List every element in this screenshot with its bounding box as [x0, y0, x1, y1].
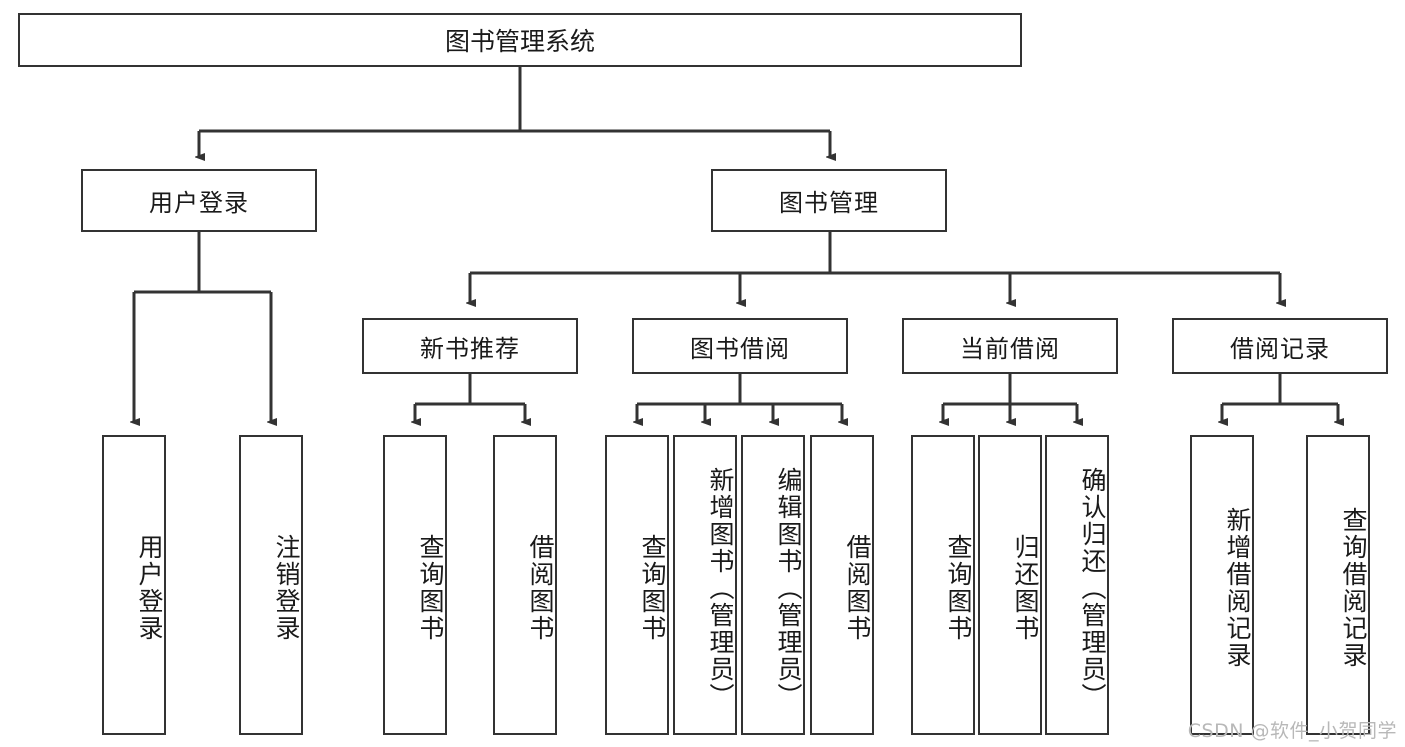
node-borrow-record[interactable]: 借阅记录 — [1172, 318, 1388, 374]
node-root-system[interactable]: 图书管理系统 — [18, 13, 1022, 67]
node-book-borrow[interactable]: 图书借阅 — [632, 318, 848, 374]
node-current-borrow[interactable]: 当前借阅 — [902, 318, 1118, 374]
leaf-user-login[interactable]: 用户登录 — [102, 435, 166, 735]
leaf-add-borrow-record[interactable]: 新增借阅记录 — [1190, 435, 1254, 735]
leaf-query-book-current[interactable]: 查询图书 — [911, 435, 975, 735]
leaf-logout-login[interactable]: 注销登录 — [239, 435, 303, 735]
node-book-manage[interactable]: 图书管理 — [711, 169, 947, 232]
leaf-edit-book-admin[interactable]: 编辑图书（管理员） — [741, 435, 805, 735]
leaf-query-book-borrow[interactable]: 查询图书 — [605, 435, 669, 735]
leaf-add-book-admin[interactable]: 新增图书（管理员） — [673, 435, 737, 735]
watermark-text: CSDN @软件_小贺同学 — [1187, 720, 1397, 742]
leaf-confirm-return-admin[interactable]: 确认归还（管理员） — [1045, 435, 1109, 735]
leaf-query-borrow-record[interactable]: 查询借阅记录 — [1306, 435, 1370, 735]
leaf-borrow-book-recommend[interactable]: 借阅图书 — [493, 435, 557, 735]
leaf-query-book-recommend[interactable]: 查询图书 — [383, 435, 447, 735]
leaf-return-book[interactable]: 归还图书 — [978, 435, 1042, 735]
leaf-borrow-book-borrow[interactable]: 借阅图书 — [810, 435, 874, 735]
node-user-login[interactable]: 用户登录 — [81, 169, 317, 232]
node-new-book-recommend[interactable]: 新书推荐 — [362, 318, 578, 374]
